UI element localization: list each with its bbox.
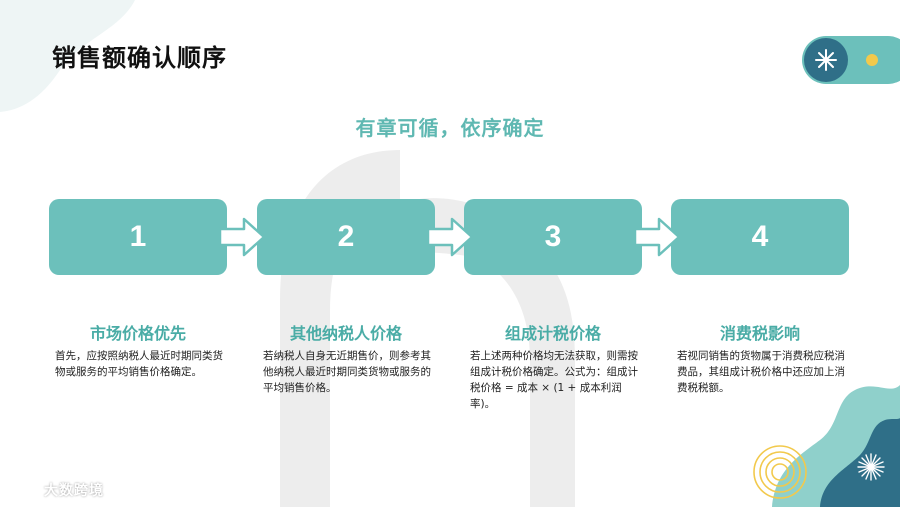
step-desc-4: 若视同销售的货物属于消费税应税消费品，其组成计税价格中还应加上消费税税额。 [677,350,845,394]
yellow-dot [866,54,878,66]
step-heading-4: 消费税影响 [719,324,800,343]
step-desc-1: 首先，应按照纳税人最近时期同类货物或服务的平均销售价格确定。 [55,350,223,378]
step-box-4: 4 [671,199,849,275]
watermark-logo-icon [9,482,42,496]
step-heading-3: 组成计税价格 [504,324,601,343]
concentric-circles-decoration [753,445,807,499]
step-desc-3: 若上述两种价格均无法获取，则需按组成计税价格确定。公式为：组成计税价格 = 成本… [470,350,638,410]
sparkle-icon [857,453,885,481]
arrow-right-icon [426,217,474,257]
asterisk-icon [815,49,837,71]
page-title: 销售额确认顺序 [52,44,227,72]
step-heading-2: 其他纳税人价格 [289,324,402,343]
watermark-text: 大数跨境 [44,483,104,499]
page-subtitle: 有章可循，依序确定 [355,116,545,140]
arrow-right-icon [633,217,681,257]
step-heading-1: 市场价格优先 [89,324,186,343]
step-box-3: 3 [464,199,642,275]
arrow-right-icon [218,217,266,257]
top-left-blob [0,0,135,112]
step-box-2: 2 [257,199,435,275]
step-box-1: 1 [49,199,227,275]
step-desc-2: 若纳税人自身无近期售价，则参考其他纳税人最近时期同类货物或服务的平均销售价格。 [263,350,431,394]
